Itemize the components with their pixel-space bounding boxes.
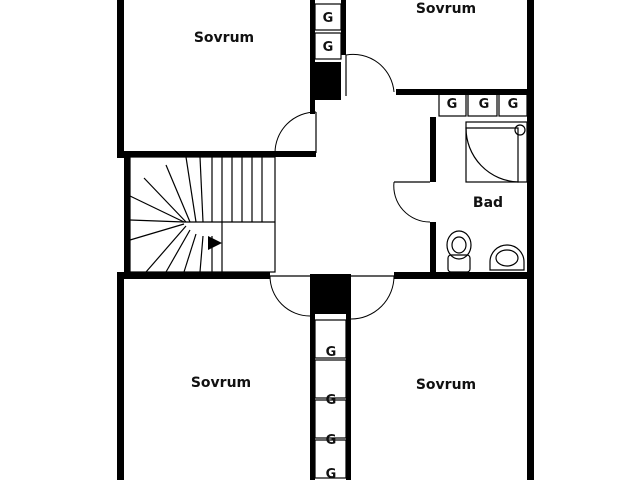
wardrobe-bottom-column-2: G <box>326 393 337 408</box>
door-jamb-upper-left <box>310 100 315 114</box>
chimney-top <box>315 62 341 100</box>
door-swing-lower-right <box>350 275 395 320</box>
door-swing-upper-right <box>345 53 395 93</box>
central-wall-left <box>117 272 270 279</box>
bottom-wardrobe-wall-left <box>310 274 315 480</box>
top-wardrobe-wall-left <box>310 0 315 100</box>
room-label-bedroom-top-right: Sovrum <box>416 1 476 17</box>
stair-outline <box>129 156 276 273</box>
wardrobe-top-row-2: G <box>479 97 490 112</box>
wardrobe-bottom-column-1: G <box>326 345 337 360</box>
room-labels: Sovrum Sovrum Sovrum Sovrum Bad <box>191 1 503 393</box>
outer-wall-left-upper <box>117 0 124 158</box>
bathroom-fixtures <box>446 121 528 273</box>
stair-left-wall <box>124 157 130 272</box>
toilet-icon <box>446 230 472 273</box>
wardrobe-top-column-1: G <box>323 11 334 26</box>
wardrobe-bottom-column-3: G <box>326 433 337 448</box>
room-label-bedroom-top-left: Sovrum <box>194 30 254 46</box>
chimney-bottom <box>315 274 351 314</box>
wardrobe-top-row-1: G <box>447 97 458 112</box>
outer-wall-right <box>527 0 534 480</box>
door-swing-upper-left <box>274 111 317 154</box>
room-label-bedroom-bottom-right: Sovrum <box>416 377 476 393</box>
bottom-wardrobe-wall-right <box>346 274 351 480</box>
wardrobes: G G G G G G G G G <box>314 3 528 480</box>
door-swing-lower-left <box>269 275 311 317</box>
bath-wall-upper <box>430 117 436 182</box>
room-label-bathroom: Bad <box>473 195 503 211</box>
wardrobe-top-row-3: G <box>508 97 519 112</box>
stair-top-wall <box>124 151 316 157</box>
staircase <box>129 156 276 273</box>
doors <box>269 53 431 320</box>
wardrobe-bottom-column-4: G <box>326 467 337 480</box>
hall-top-right-wall <box>396 89 534 95</box>
sink-icon <box>489 244 525 271</box>
central-wall-right <box>394 272 534 279</box>
door-swing-bath <box>393 181 431 223</box>
stair-direction-arrow-icon <box>208 236 222 250</box>
room-label-bedroom-bottom-left: Sovrum <box>191 375 251 391</box>
walls <box>117 0 534 480</box>
shower-icon <box>465 121 528 183</box>
outer-wall-left-lower <box>117 278 124 480</box>
top-wardrobe-wall-right <box>341 0 346 55</box>
bath-wall-lower <box>430 222 436 275</box>
wardrobe-top-column-2: G <box>323 40 334 55</box>
